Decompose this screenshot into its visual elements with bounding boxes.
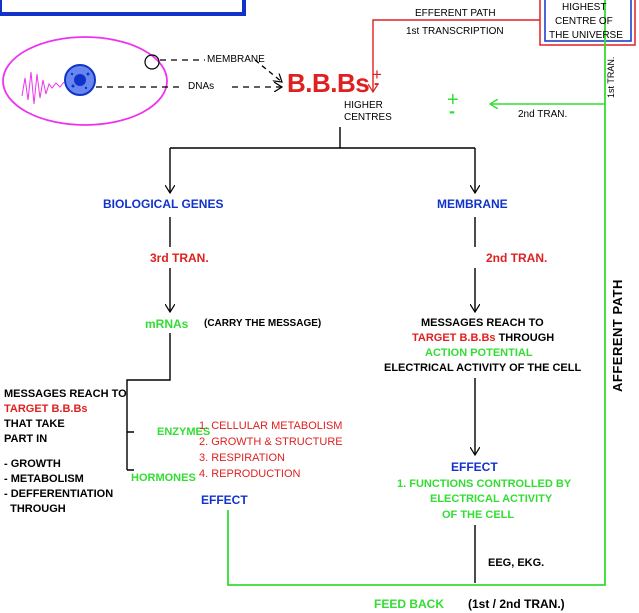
right-messages-1: MESSAGES REACH TO [421, 317, 544, 329]
dna-wave [21, 71, 65, 105]
list-item-1: 1. CELLULAR METABOLISM [199, 420, 343, 432]
carry-message-label: (CARRY THE MESSAGE) [204, 318, 322, 329]
membrane-marker [144, 54, 160, 70]
tree-trunk [170, 127, 475, 149]
bbbs-title: B.B.Bs [287, 68, 370, 98]
efferent-path-line [373, 19, 540, 92]
efferent-path-label: EFFERENT PATH [415, 8, 496, 19]
messages-line-4: PART IN [4, 433, 48, 445]
left-effect-label: EFFECT [201, 493, 248, 507]
highest-label: HIGHEST [562, 2, 607, 13]
higher-label: HIGHER [344, 100, 383, 111]
electrical-activity-label: ELECTRICAL ACTIVITY OF THE CELL [384, 362, 582, 374]
membrane-to-bbbs-dash [254, 59, 282, 82]
centre-of-label: CENTRE OF [555, 16, 613, 27]
feedback-label: FEED BACK [374, 597, 445, 611]
feedback-sub-label: (1st / 2nd TRAN.) [468, 597, 565, 611]
cell-outline [2, 36, 168, 126]
enzymes-label: ENZYMES [157, 426, 211, 438]
afferent-path-label: AFFERENT PATH [610, 279, 625, 392]
first-transcription-label: 1st TRANSCRIPTION [406, 26, 504, 37]
functions-line-3: OF THE CELL [442, 509, 515, 521]
messages-line-1: MESSAGES REACH TO [4, 388, 127, 400]
right-messages-2: TARGET B.B.Bs THROUGH [412, 333, 554, 344]
functions-line-1: 1. FUNCTIONS CONTROLLED BY [397, 478, 572, 490]
messages-line-6: - METABOLISM [4, 473, 84, 485]
messages-line-7: - DEFFERENTIATION [4, 488, 114, 500]
hormones-label: HORMONES [131, 472, 196, 484]
centres-label: CENTRES [344, 112, 392, 123]
mrnas-label: mRNAs [145, 317, 189, 331]
list-item-2: 2. GROWTH & STRUCTURE [199, 436, 343, 448]
top-left-box-edge [0, 0, 246, 16]
dnas-label: DNAs [188, 81, 215, 92]
eeg-ekg-label: EEG, EKG. [488, 557, 545, 569]
universe-label: THE UNIVERSE [549, 30, 623, 41]
list-item-3: 3. RESPIRATION [199, 452, 285, 464]
bbbs-minus: - [374, 75, 380, 92]
right-target-bbbs: TARGET B.B.Bs [412, 332, 496, 344]
messages-line-5: - GROWTH [4, 458, 61, 470]
functions-line-2: ELECTRICAL ACTIVITY [430, 493, 553, 505]
messages-line-2: TARGET B.B.Bs [4, 403, 88, 415]
messages-line-8: THROUGH [4, 503, 66, 515]
bbbs-plus: + [372, 65, 382, 84]
action-potential-label: ACTION POTENTIAL [425, 347, 533, 359]
second-tran-label: 2nd TRAN. [486, 251, 548, 265]
list-item-4: 4. REPRODUCTION [199, 468, 301, 480]
green-minus: - [449, 101, 455, 121]
messages-line-3: THAT TAKE [4, 418, 65, 430]
second-tran-right-label: 2nd TRAN. [518, 109, 568, 120]
membrane-label: MEMBRANE [207, 54, 265, 65]
right-through: THROUGH [495, 332, 555, 344]
highest-centre-box [539, 0, 636, 46]
first-tran-vertical-label: 1st TRAN. [606, 56, 616, 98]
green-plus: + [447, 89, 459, 111]
feedback-loop [227, 0, 606, 586]
third-tran-label: 3rd TRAN. [150, 251, 209, 265]
biological-genes-label: BIOLOGICAL GENES [103, 197, 224, 211]
membrane-branch-label: MEMBRANE [437, 197, 508, 211]
right-effect-label: EFFECT [451, 460, 498, 474]
